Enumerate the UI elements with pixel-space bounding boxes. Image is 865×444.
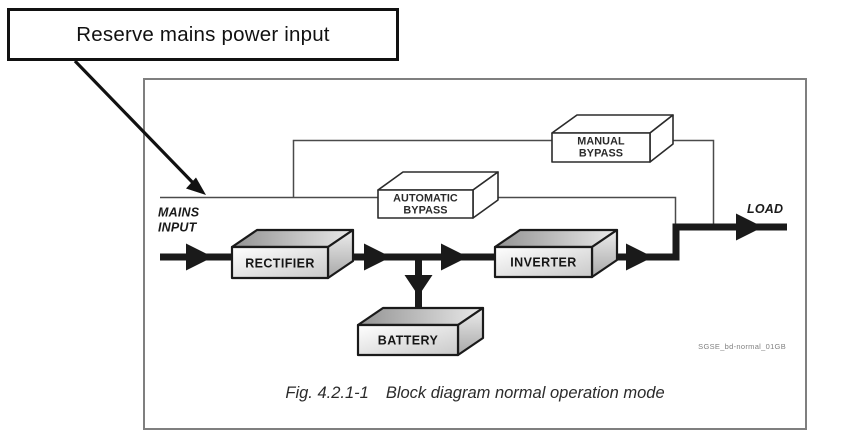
arrow-inverter-out — [626, 243, 653, 271]
battery-block: BATTERY — [356, 306, 485, 357]
reserve-mains-line — [160, 139, 552, 199]
flow-arrowheads — [186, 213, 763, 296]
arrow-mains-to-rectifier — [186, 243, 213, 271]
figure-caption: Fig. 4.2.1-1 Block diagram normal operati… — [144, 384, 806, 403]
automatic-bypass-label-line2: BYPASS — [403, 205, 447, 217]
callout-arrow — [73, 59, 206, 195]
manual-bypass-output-line — [672, 139, 715, 226]
rectifier-label: RECTIFIER — [245, 257, 315, 271]
callout-box: Reserve mains power input — [7, 8, 399, 61]
mains-input-label-line2: INPUT — [158, 221, 198, 235]
inverter-block: INVERTER — [493, 228, 619, 279]
inverter-label: INVERTER — [510, 256, 576, 270]
automatic-bypass-output-line — [497, 196, 677, 229]
arrow-to-battery — [404, 275, 433, 296]
document-code-text: SGSE_bd-normal_01GB — [698, 342, 786, 351]
manual-bypass-block: MANUAL BYPASS — [551, 114, 674, 163]
mains-input-label-line1: MAINS — [158, 206, 200, 220]
arrow-to-inverter — [441, 243, 468, 271]
automatic-bypass-block: AUTOMATIC BYPASS — [377, 171, 499, 219]
automatic-bypass-label-line1: AUTOMATIC — [393, 193, 458, 205]
load-label: LOAD — [747, 202, 783, 216]
manual-bypass-label-line1: MANUAL — [577, 136, 625, 148]
figure-caption-title: Block diagram normal operation mode — [385, 384, 665, 402]
figure-caption-number: Fig. 4.2.1-1 — [285, 384, 369, 402]
manual-bypass-label-line2: BYPASS — [579, 148, 623, 160]
battery-label: BATTERY — [378, 334, 439, 348]
rectifier-block: RECTIFIER — [230, 228, 355, 280]
callout-text: Reserve mains power input — [76, 22, 330, 46]
arrow-rectifier-out — [364, 243, 391, 271]
arrow-to-load — [736, 213, 763, 241]
